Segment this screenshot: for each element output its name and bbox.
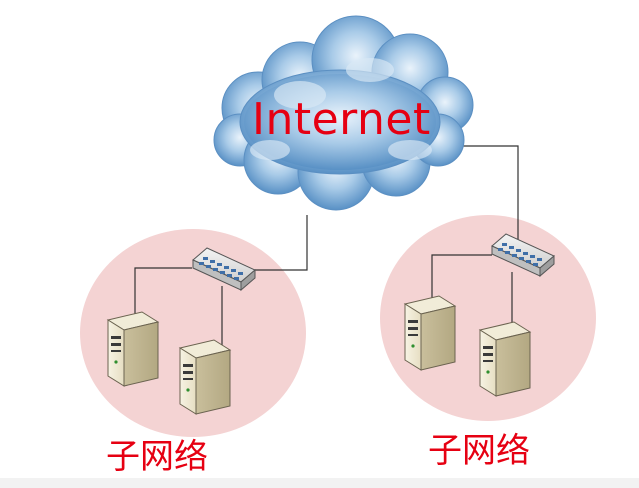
switch-left-icon [192,247,256,292]
switch-right-icon [491,233,555,278]
server-left-2-icon [178,339,232,415]
link-left-switch-server1 [134,267,192,315]
server-left-1-icon [106,311,160,387]
internet-cloud: Internet [213,15,474,211]
server-right-1-icon [403,295,457,371]
link-cloud-right-switch [462,145,519,240]
links [134,145,519,347]
server-right-2-icon [478,321,532,397]
cloud-label: Internet [252,94,431,145]
link-cloud-left-switch [245,215,308,271]
subnet-label-right: 子网络 [428,431,530,471]
subnet-label-left: 子网络 [106,437,208,477]
link-right-switch-server1 [431,254,492,300]
bottom-strip [0,478,639,488]
